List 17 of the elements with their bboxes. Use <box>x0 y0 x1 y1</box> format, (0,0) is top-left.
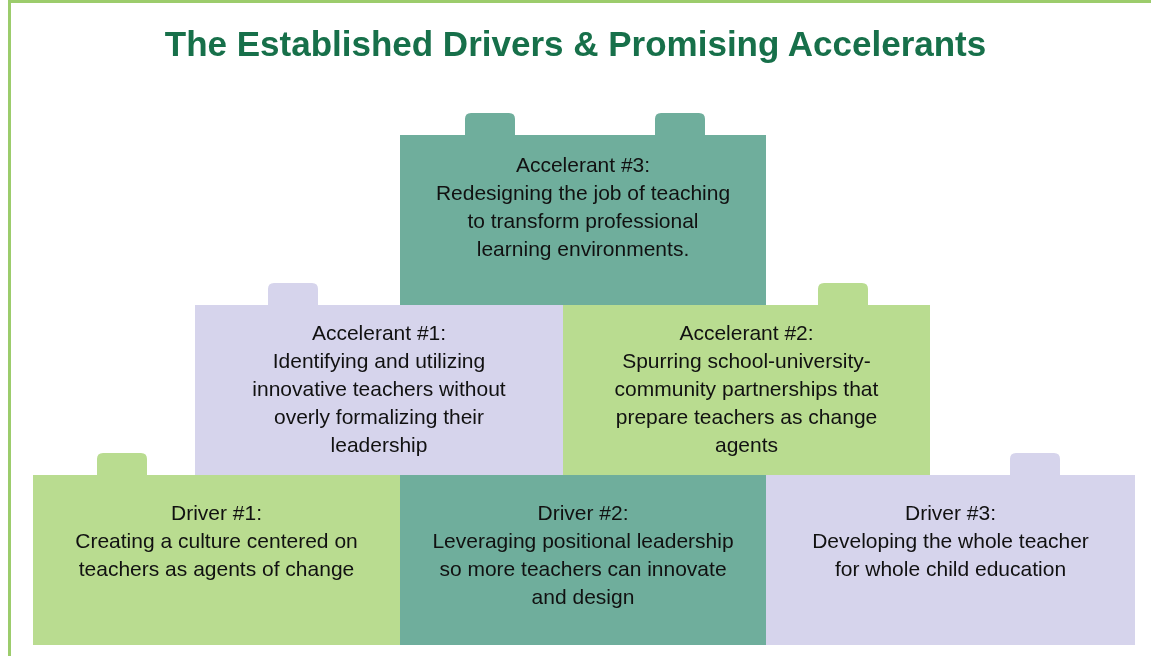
building-block <box>195 283 563 475</box>
block-heading: Driver #1: <box>170 500 263 526</box>
block-heading: Driver #3: <box>904 500 997 526</box>
block-text: Identifying and utilizing innovative teachers without overly formalizing their leadership <box>251 348 507 458</box>
block-text: Developing the whole teacher for whole child education <box>811 528 1090 582</box>
block-heading: Accelerant #1: <box>310 320 448 346</box>
block-heading: Accelerant #2: <box>678 320 815 346</box>
block-heading: Driver #2: <box>536 500 630 526</box>
building-block <box>400 113 766 305</box>
building-block <box>400 475 766 645</box>
block-text: Redesigning the job of teaching to transform professional learning environments. <box>434 180 732 262</box>
block-text: Creating a culture centered on teachers as agents of change <box>74 528 359 582</box>
building-block <box>563 283 930 475</box>
block-heading: Accelerant #3: <box>514 152 652 178</box>
block-text: Leveraging positional leadership so more teachers can innovate and design <box>431 528 735 610</box>
page-title: The Established Drivers & Promising Accelerants <box>163 24 988 64</box>
block-text: Spurring school-university-community partnerships that prepare teachers as change agents <box>613 348 880 458</box>
